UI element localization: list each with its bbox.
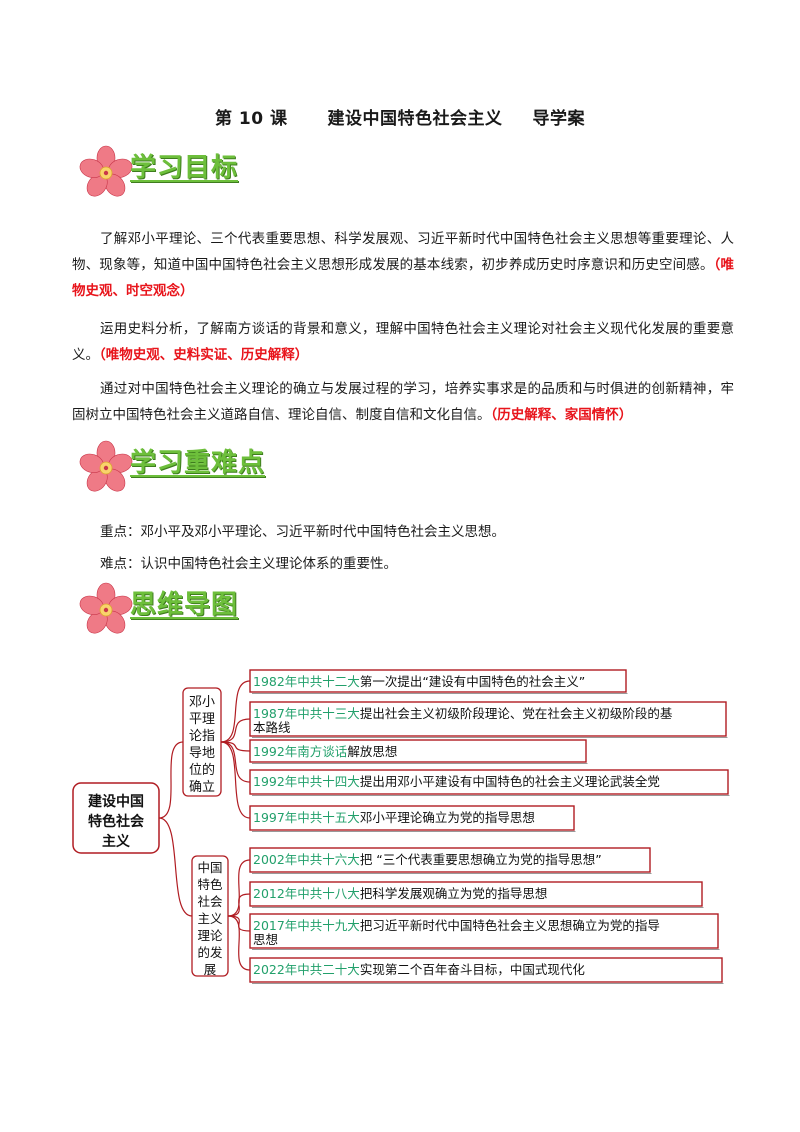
page-title: 第 10 课 建设中国特色社会主义 导学案 — [0, 104, 800, 129]
difficult-point: 难点：认识中国特色社会主义理论体系的重要性。 — [100, 556, 397, 572]
leaf-node — [249, 805, 575, 831]
section-heading-text: 学习重难点 — [130, 448, 266, 478]
lesson-number: 第 10 课 — [215, 109, 288, 129]
branch-node-label: 中国 — [197, 860, 222, 875]
branch-node-label: 邓小 — [189, 695, 215, 710]
branch-node-label: 导地 — [189, 746, 215, 761]
competency-tag: （历史解释、家国情怀） — [490, 407, 633, 423]
branch-node-label: 主义 — [197, 911, 223, 926]
branch-node-label: 论指 — [189, 729, 215, 744]
leaf-node-label: 1982年中共十二大第一次提出“建设有中国特色的社会主义” — [253, 674, 585, 689]
branch-node-label: 理论 — [197, 928, 223, 943]
leaf-node-label: 1997年中共十五大邓小平理论确立为党的指导思想 — [253, 810, 535, 825]
branch-node-label: 的发 — [197, 945, 223, 960]
section-mindmap-heading: 思维导图 — [78, 582, 378, 634]
leaf-node-label: 2022年中共二十大实现第二个百年奋斗目标，中国式现代化 — [253, 962, 585, 977]
connector — [220, 741, 251, 752]
goal-paragraph-2: 运用史料分析，了解南方谈话的背景和意义，理解中国特色社会主义理论对社会主义现代化… — [72, 321, 734, 363]
flower-icon — [79, 440, 133, 492]
lesson-topic: 建设中国特色社会主义 — [327, 109, 503, 129]
leaf-node-label: 2017年中共十九大把习近平新时代中国特色社会主义思想确立为党的指导 — [253, 918, 660, 933]
connector — [220, 741, 251, 783]
connector — [220, 680, 251, 743]
branch-node-label: 特色 — [197, 877, 223, 892]
leaf-node — [249, 881, 703, 907]
leaf-node-label: 1992年中共十四大提出用邓小平建设有中国特色的社会主义理论武装全党 — [253, 774, 660, 789]
competency-tag: （唯物史观、史料实证、历史解释） — [99, 347, 309, 363]
branch-node-theory-establishment — [182, 687, 222, 797]
goal-paragraph-1: 了解邓小平理论、三个代表重要思想、科学发展观、习近平新时代中国特色社会主义思想等… — [72, 231, 735, 299]
root-node — [72, 782, 160, 854]
leaf-node-label: 本路线 — [253, 720, 291, 735]
section-heading-text: 思维导图 — [130, 590, 239, 620]
connector — [158, 741, 184, 819]
connector — [220, 718, 251, 743]
root-node-label: 特色社会 — [88, 813, 145, 830]
leaf-node-label: 2002年中共十六大把 “三个代表重要思想确立为党的指导思想” — [253, 852, 602, 867]
leaf-node-label: 1992年南方谈话解放思想 — [253, 744, 397, 759]
lesson-type: 导学案 — [532, 109, 585, 129]
competency-tag: （唯物史观、时空观念） — [72, 257, 735, 299]
key-point: 重点：邓小平及邓小平理论、习近平新时代中国特色社会主义思想。 — [100, 524, 505, 540]
branch-node-label: 平理 — [189, 712, 215, 727]
flower-icon — [79, 582, 133, 634]
leaf-node — [249, 701, 727, 737]
section-goals-heading: 学习目标 — [78, 145, 378, 197]
flower-icon — [79, 145, 133, 197]
connector — [220, 741, 251, 819]
connector — [158, 817, 193, 917]
goal-paragraph-3: 通过对中国特色社会主义理论的确立与发展过程的学习，培养实事求是的品质和与时俱进的… — [72, 381, 734, 423]
branch-node-label: 社会 — [197, 894, 223, 909]
connector — [227, 893, 251, 917]
leaf-node — [249, 913, 719, 949]
leaf-node-label: 1987年中共十三大提出社会主义初级阶段理论、党在社会主义初级阶段的基 — [253, 706, 673, 721]
branch-node-label: 展 — [204, 962, 217, 977]
section-keypoints-heading: 学习重难点 — [78, 440, 378, 492]
section-heading-text: 学习目标 — [130, 153, 239, 183]
leaf-node — [249, 957, 723, 983]
leaf-node — [249, 739, 587, 763]
connector — [227, 859, 251, 917]
root-node-label: 建设中国 — [88, 793, 144, 810]
connector — [227, 915, 251, 932]
leaf-node-label: 2012年中共十八大把科学发展观确立为党的指导思想 — [253, 886, 547, 901]
leaf-node — [249, 769, 729, 795]
root-node-label: 主义 — [102, 833, 130, 850]
branch-node-label: 确立 — [189, 780, 215, 795]
leaf-node — [249, 669, 627, 693]
branch-node-label: 位的 — [189, 762, 215, 778]
connector — [227, 915, 251, 971]
leaf-node-label: 思想 — [253, 932, 278, 947]
branch-node-theory-development — [191, 855, 229, 977]
leaf-node — [249, 847, 651, 873]
